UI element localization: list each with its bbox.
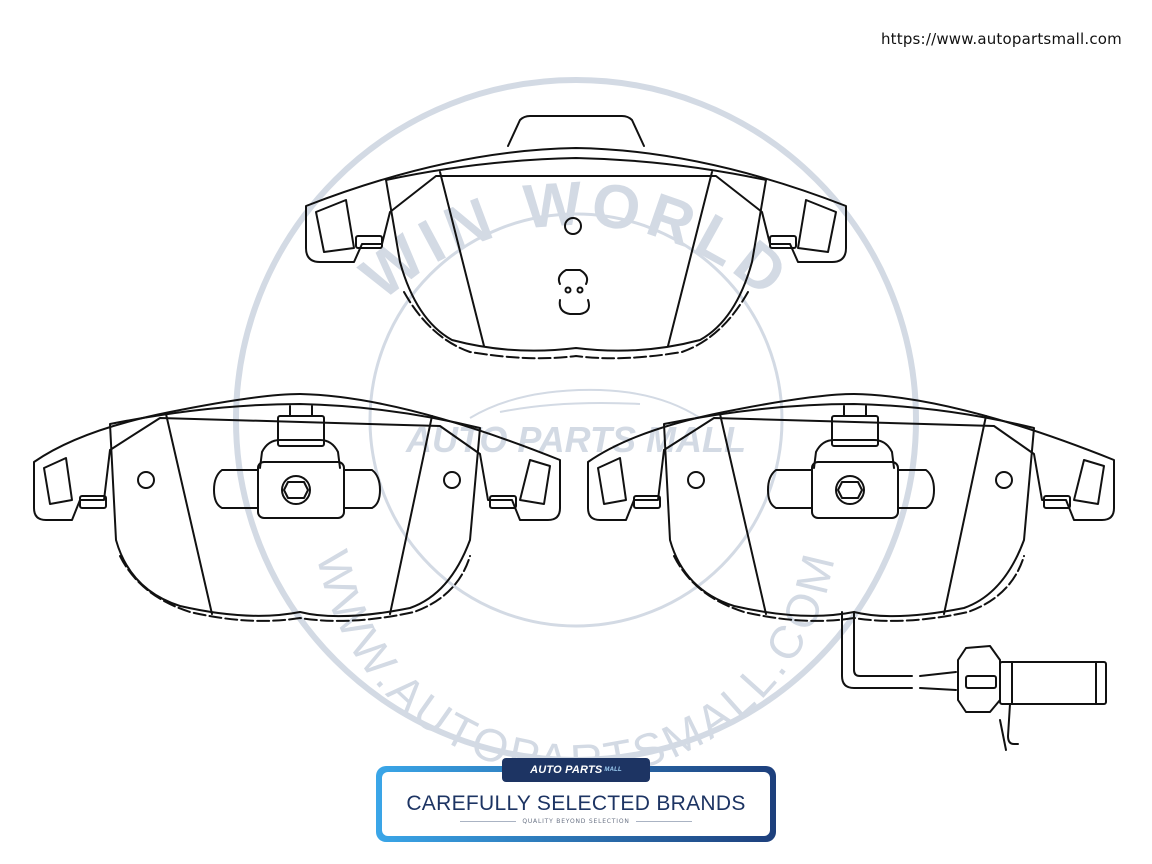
banner-title: CAREFULLY SELECTED BRANDS xyxy=(406,791,746,815)
banner-subtitle: QUALITY BEYOND SELECTION xyxy=(522,817,630,825)
brand-logo-badge: AUTO PARTS MALL xyxy=(502,758,650,782)
wear-sensor xyxy=(841,611,1107,751)
brand-banner-inner: CAREFULLY SELECTED BRANDS QUALITY BEYOND… xyxy=(382,772,770,836)
banner-subtitle-row: QUALITY BEYOND SELECTION xyxy=(460,817,692,825)
watermark-car-logo xyxy=(469,388,701,419)
right-pad xyxy=(587,393,1115,622)
site-url[interactable]: https://www.autopartsmall.com xyxy=(880,30,1122,48)
top-pad xyxy=(305,115,847,360)
divider xyxy=(635,820,692,822)
brand-logo-suffix: MALL xyxy=(604,767,622,773)
brand-logo-text: AUTO PARTS xyxy=(530,764,603,776)
watermark-center-text: AUTO PARTS MALL xyxy=(405,419,746,460)
divider xyxy=(460,820,517,822)
left-pad xyxy=(33,393,561,622)
